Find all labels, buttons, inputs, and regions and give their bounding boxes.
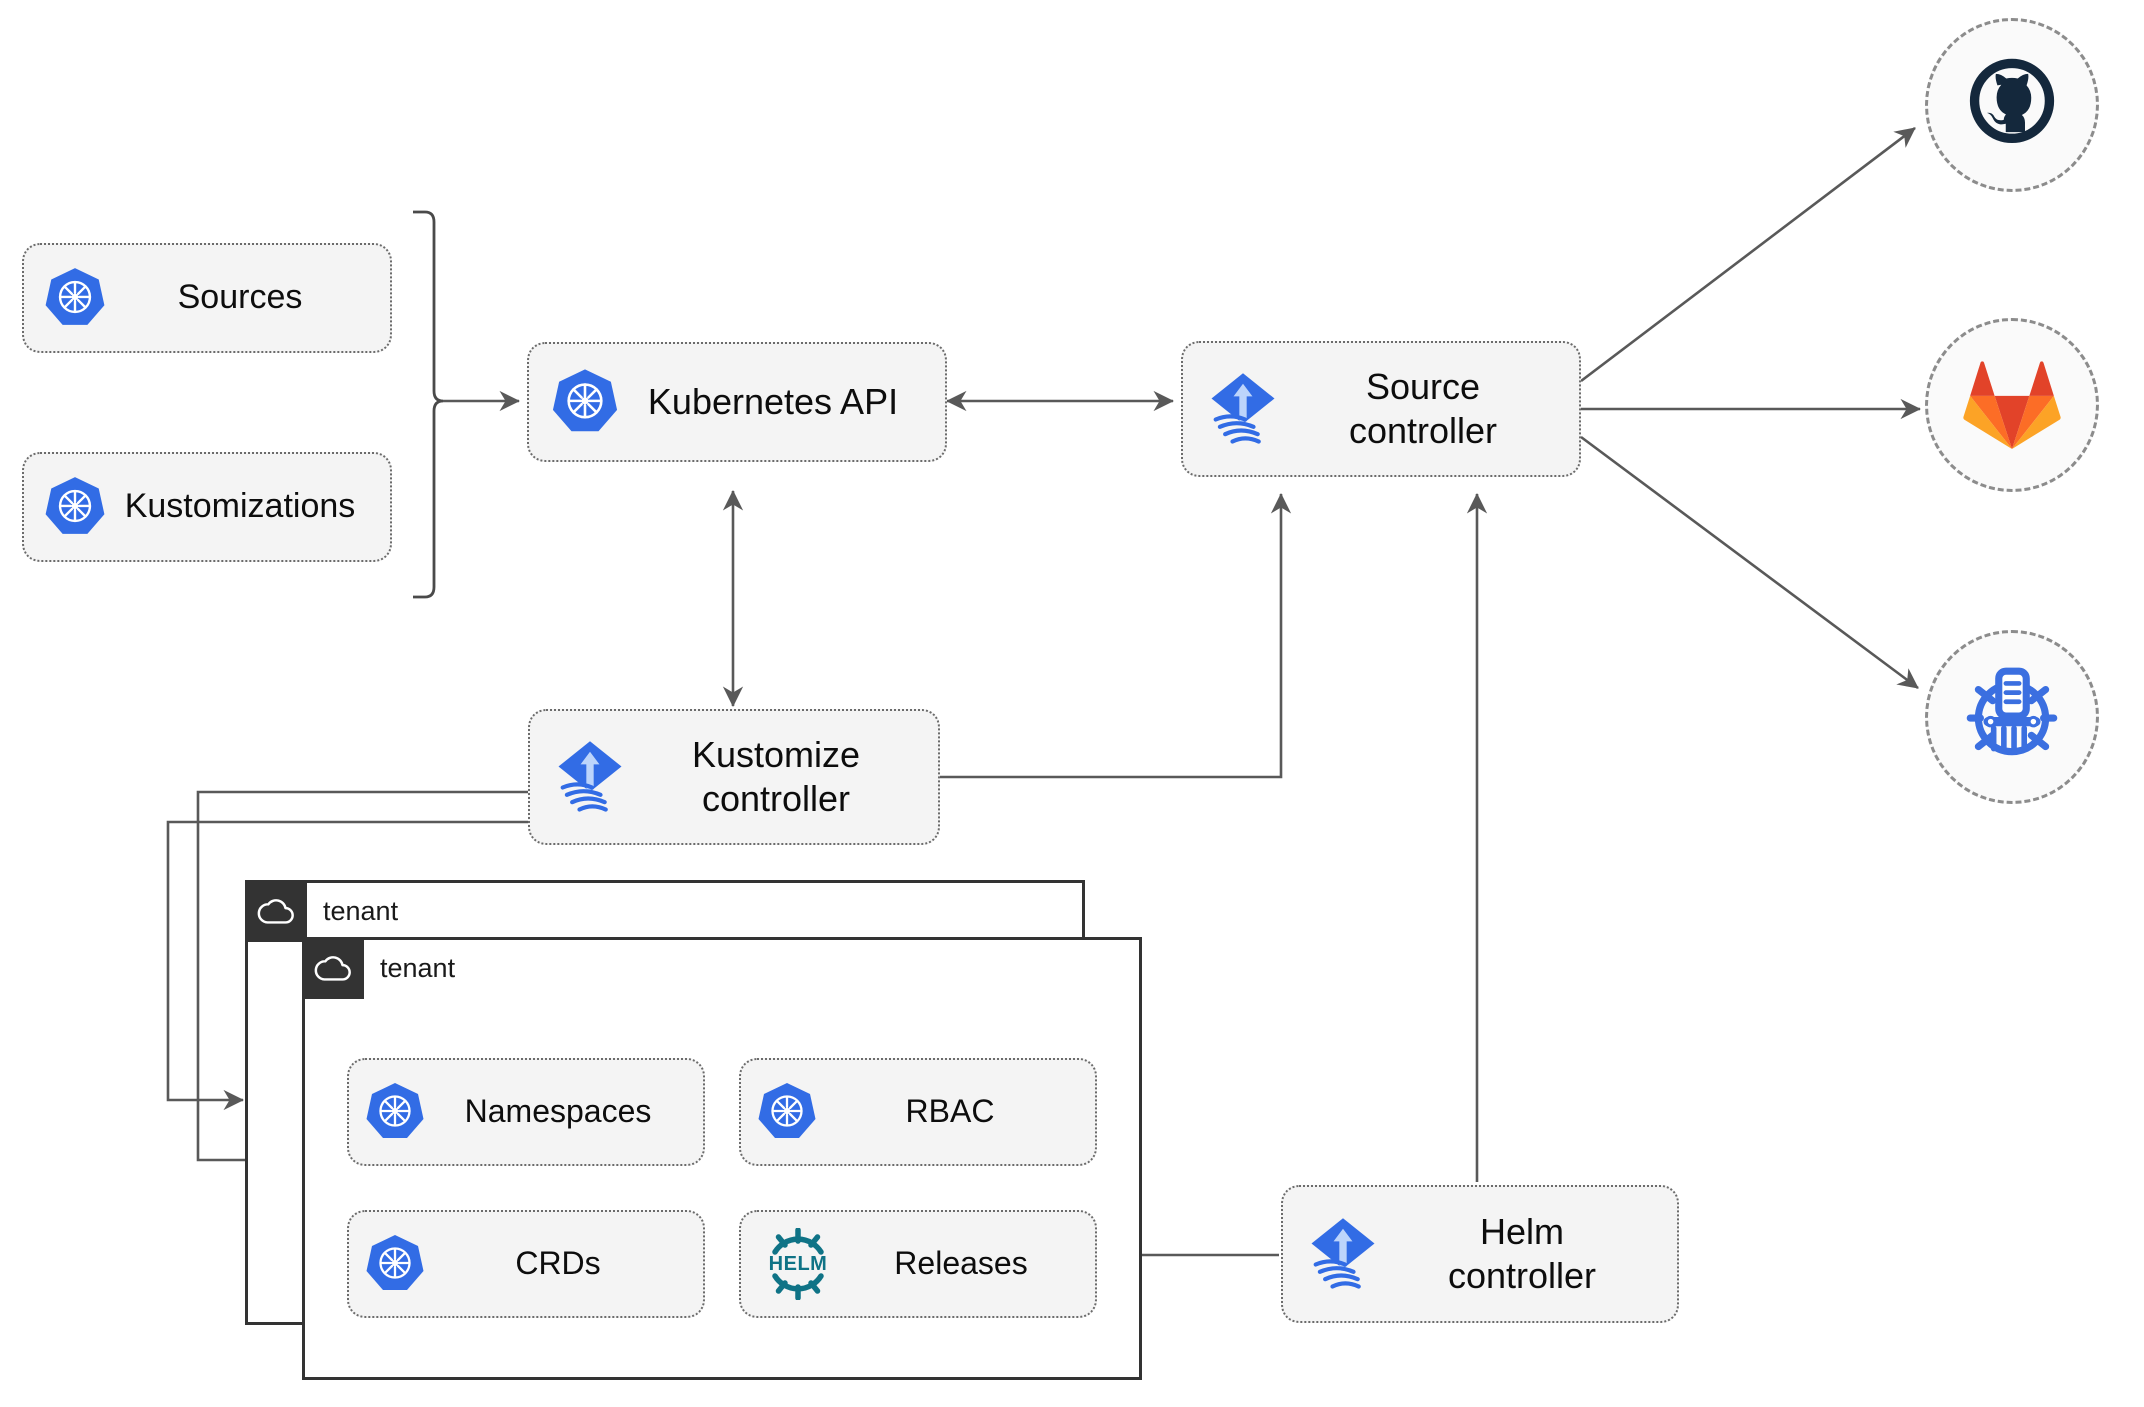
node-kustomizations[interactable]: Kustomizations	[22, 452, 392, 562]
repo-helm[interactable]	[1925, 630, 2099, 804]
helm-repository-icon	[1956, 659, 2068, 776]
kubernetes-icon	[755, 1080, 819, 1144]
flux-icon	[1301, 1212, 1385, 1296]
tenant-front-container[interactable]: tenant Namespaces	[302, 937, 1142, 1380]
cloud-icon	[245, 880, 307, 942]
node-namespaces-label: Namespaces	[464, 1093, 652, 1130]
arrow-source-to-helmrepo	[1580, 435, 1919, 690]
node-releases[interactable]: HELM Releases	[739, 1210, 1097, 1318]
node-crds-label: CRDs	[515, 1245, 601, 1282]
arrow-source-to-github	[1580, 126, 1916, 383]
tenant-back-header: tenant	[245, 880, 398, 942]
node-kubernetes-api[interactable]: Kubernetes API	[527, 342, 947, 462]
kubernetes-icon	[363, 1232, 427, 1296]
arrow-kustomize-to-source	[940, 493, 1292, 779]
tenant-back-label: tenant	[323, 895, 399, 926]
node-helm-controller[interactable]: Helm controller	[1281, 1185, 1679, 1323]
node-kustomizations-label: Kustomizations	[124, 487, 356, 526]
node-releases-label: Releases	[894, 1245, 1028, 1282]
flux-icon	[548, 735, 632, 819]
kubernetes-icon	[549, 366, 621, 438]
node-rbac[interactable]: RBAC	[739, 1058, 1097, 1166]
node-namespaces[interactable]: Namespaces	[347, 1058, 705, 1166]
cloud-icon	[302, 937, 364, 999]
node-kubernetes-api-label: Kubernetes API	[647, 381, 899, 423]
kubernetes-icon	[363, 1080, 427, 1144]
repo-github[interactable]	[1925, 18, 2099, 192]
brace-sources-group	[413, 210, 444, 599]
node-source-controller-label: Source controller	[1348, 366, 1498, 451]
kubernetes-icon	[42, 265, 108, 331]
node-crds[interactable]: CRDs	[347, 1210, 705, 1318]
node-sources[interactable]: Sources	[22, 243, 392, 353]
tenant-front-label: tenant	[380, 952, 456, 983]
helm-icon: HELM	[755, 1228, 841, 1300]
node-kustomize-controller[interactable]: Kustomize controller	[528, 709, 940, 845]
kubernetes-icon	[42, 474, 108, 540]
node-kustomize-controller-label: Kustomize controller	[691, 734, 861, 819]
repo-gitlab[interactable]	[1925, 318, 2099, 492]
tenant-front-header: tenant	[302, 937, 455, 999]
github-icon	[1960, 51, 2064, 160]
node-helm-controller-label: Helm controller	[1447, 1211, 1597, 1296]
node-rbac-label: RBAC	[905, 1093, 995, 1130]
node-source-controller[interactable]: Source controller	[1181, 341, 1581, 477]
node-sources-label: Sources	[177, 278, 303, 317]
flux-icon	[1201, 367, 1285, 451]
helm-wordmark: HELM	[769, 1253, 828, 1275]
gitlab-icon	[1960, 355, 2064, 456]
